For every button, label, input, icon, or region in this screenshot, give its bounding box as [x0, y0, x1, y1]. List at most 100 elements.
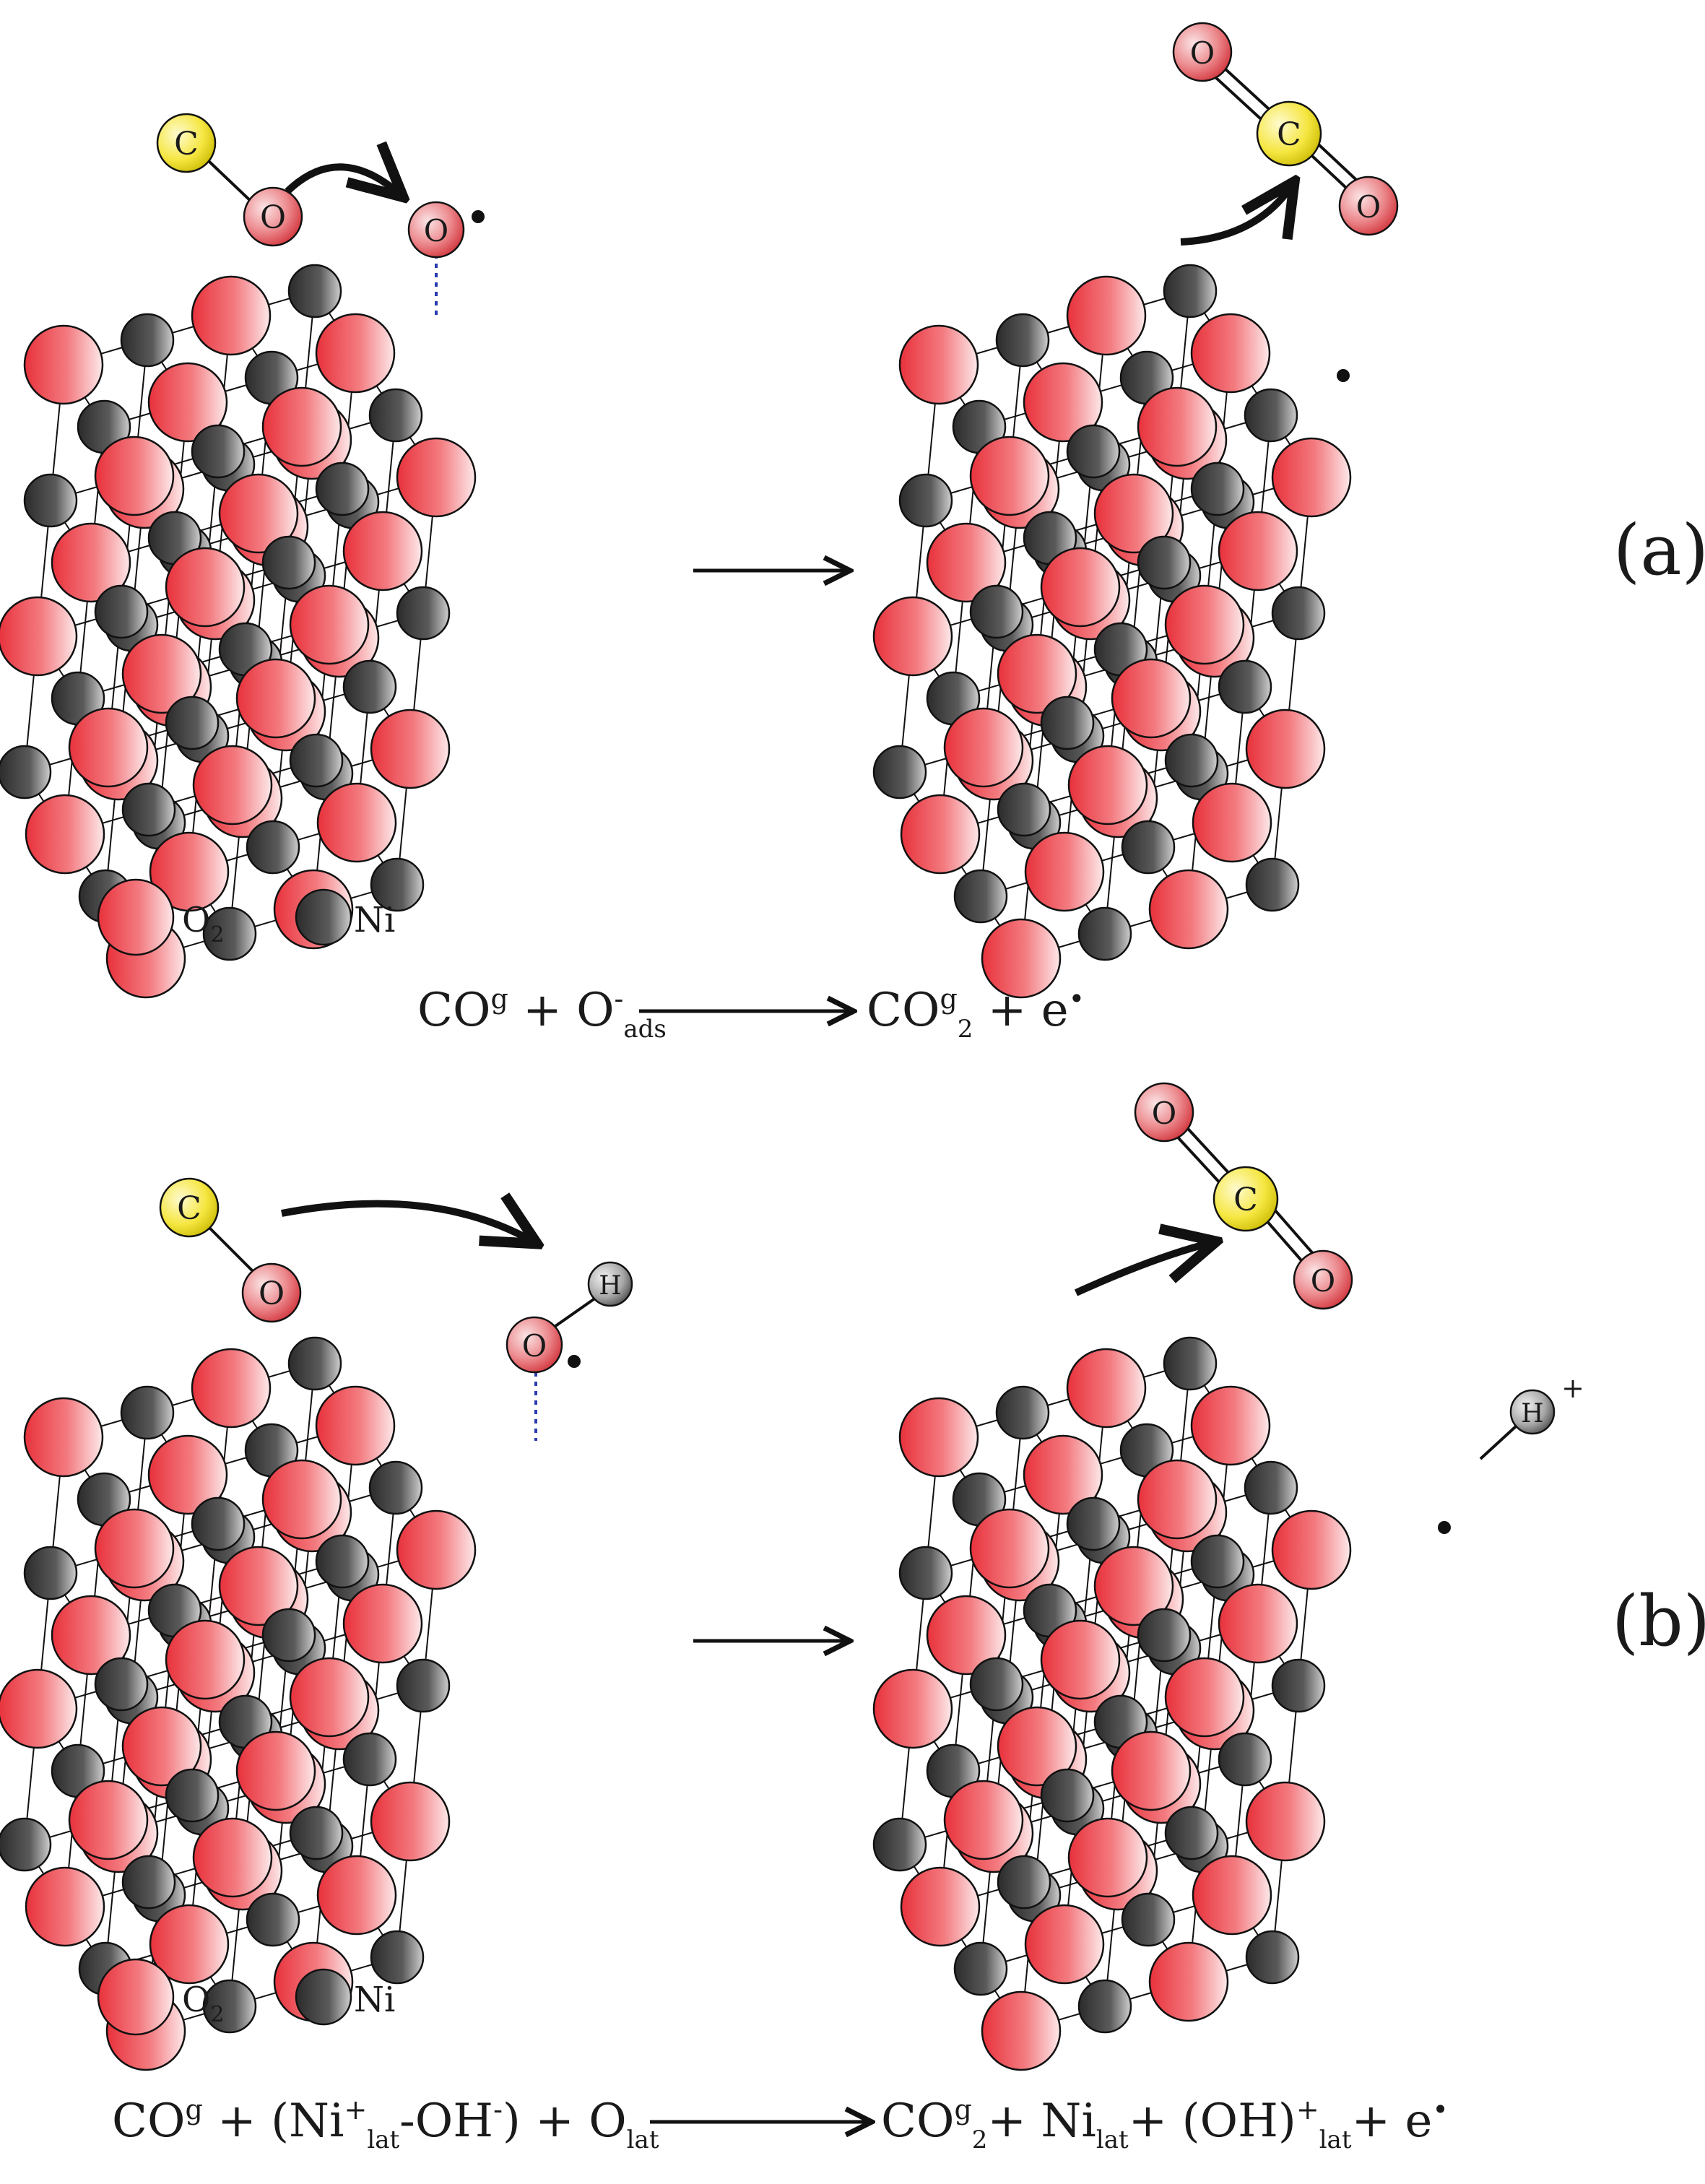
equation-a-products: COg2 + e•: [867, 983, 1085, 1044]
lattice-nickel-atom: [368, 388, 423, 443]
equation-token: 2: [972, 2126, 988, 2154]
legend-oxygen-label: O2: [182, 900, 224, 948]
lattice-nickel-atom: [23, 1546, 78, 1600]
lattice-nickel-atom: [1244, 1460, 1298, 1515]
lattice-nickel-atom: [1244, 388, 1298, 443]
lattice-nickel-atom: [370, 857, 425, 912]
lattice-oxygen-atom: [68, 1780, 149, 1860]
lattice-oxygen-atom: [147, 362, 228, 443]
lattice-oxygen-atom: [1218, 511, 1298, 592]
equation-token: CO: [867, 984, 940, 1037]
lattice-nickel-atom: [1137, 1608, 1192, 1663]
legend-nickel-label: Ni: [354, 900, 395, 940]
lattice-oxygen-atom: [370, 708, 451, 789]
lattice-oxygen-atom: [997, 633, 1077, 714]
equation-token: lat: [627, 2126, 659, 2154]
lattice-oxygen-atom: [316, 1855, 397, 1936]
lattice-oxygen-atom: [315, 1385, 396, 1466]
lattice-oxygen-atom: [396, 437, 477, 518]
lattice-oxygen-atom: [969, 436, 1050, 516]
lattice-oxygen-atom: [191, 275, 272, 356]
lattice-nickel-atom: [1245, 857, 1300, 912]
lattice-oxygen-atom: [342, 511, 423, 592]
lattice-oxygen-atom: [149, 1904, 230, 1985]
lattice-nickel-atom: [0, 745, 52, 800]
equation-b-products: COg2+ Nilat+ (OH)+lat+ e•: [881, 2094, 1449, 2154]
equation-token: g: [490, 983, 508, 1015]
hydroxyl-oxygen-label: O: [522, 1328, 547, 1364]
lattice-nickel-atom: [872, 1817, 927, 1872]
lattice-oxygen-atom: [165, 1619, 246, 1700]
equation-b-reactants: COg + (Ni+lat-OH-) + Olat: [112, 2094, 659, 2154]
lattice-nickel-atom: [969, 1657, 1024, 1712]
panel-a-adsorbed-oxygen: O: [407, 201, 485, 316]
lattice-oxygen-atom: [342, 1583, 423, 1664]
lattice-nickel-atom: [121, 1855, 176, 1910]
lattice-oxygen-atom: [943, 1780, 1024, 1860]
legend-oxygen-label: O2: [182, 1980, 224, 2027]
lattice-nickel-atom: [246, 1892, 300, 1947]
panel-b-equation: COg + (Ni+lat-OH-) + Olat COg2+ Nilat+ (…: [112, 2094, 1449, 2154]
lattice-nickel-atom: [289, 733, 344, 788]
oxygen-label: O: [259, 1275, 285, 1312]
equation-token: CO: [112, 2094, 185, 2148]
oxygen-atom: [243, 186, 303, 247]
nio-lattice-panel-a-before: [0, 264, 477, 999]
hydroxyl-hydrogen-label: H: [599, 1271, 621, 1301]
lattice-nickel-atom: [342, 1732, 397, 1787]
lattice-nickel-atom: [995, 1385, 1050, 1440]
lattice-oxygen-atom: [1093, 473, 1174, 554]
lattice-nickel-atom: [1164, 733, 1219, 788]
nio-lattice-panel-a-after: [872, 264, 1352, 999]
lattice-oxygen-atom: [1245, 708, 1326, 789]
lattice-oxygen-atom: [121, 633, 202, 714]
lattice-oxygen-atom: [1192, 1855, 1272, 1936]
lattice-oxygen-atom: [926, 522, 1007, 603]
panel-a-vacancy-dot: [1337, 369, 1350, 382]
lattice-nickel-atom: [1218, 1732, 1272, 1787]
carbon-label: C: [177, 1190, 201, 1227]
lattice-oxygen-atom: [165, 547, 246, 628]
lattice-nickel-atom: [0, 1817, 52, 1872]
lattice-oxygen-atom: [1271, 1509, 1352, 1590]
lattice-oxygen-atom: [121, 1706, 202, 1787]
lattice-oxygen-atom: [1192, 782, 1272, 863]
lattice-oxygen-atom: [1093, 1546, 1174, 1626]
lattice-oxygen-atom: [1137, 386, 1218, 467]
panel-b-co2-molecule: O C O: [1134, 1082, 1353, 1310]
lattice-nickel-atom: [1245, 1930, 1300, 1985]
adsorbed-oxygen-label: O: [424, 213, 448, 248]
lattice-nickel-atom: [1164, 1806, 1219, 1860]
equation-token: +: [1296, 2094, 1319, 2126]
lattice-nickel-atom: [953, 1941, 1008, 1996]
lattice-oxygen-atom: [1040, 1619, 1121, 1700]
co2-carbon-label: C: [1277, 116, 1301, 153]
legend-nickel-swatch: [295, 1968, 352, 2026]
lattice-oxygen-atom: [396, 1509, 477, 1590]
equation-token: g: [940, 983, 957, 1015]
equation-token: + (OH): [1129, 2094, 1296, 2148]
lattice-oxygen-atom: [898, 324, 979, 405]
lattice-nickel-atom: [1190, 462, 1245, 516]
panel-b-released-proton: H +: [1479, 1372, 1584, 1460]
lattice-oxygen-atom: [981, 1990, 1062, 2071]
equation-token: CO: [417, 984, 490, 1037]
lattice-oxygen-atom: [1190, 1385, 1271, 1466]
lattice-oxygen-atom: [1067, 745, 1148, 826]
equation-token: + O: [508, 984, 615, 1037]
lattice-oxygen-atom: [147, 1434, 228, 1515]
lattice-oxygen-atom: [51, 522, 131, 603]
lattice-oxygen-atom: [192, 745, 273, 826]
lattice-oxygen-atom: [261, 386, 342, 467]
lattice-oxygen-atom: [900, 794, 981, 875]
lattice-nickel-atom: [94, 1657, 149, 1712]
equation-token: -OH: [399, 2094, 493, 2148]
oxygen-label: O: [260, 199, 286, 236]
lattice-oxygen-atom: [51, 1595, 131, 1676]
panel-b-legend: O2 Ni: [97, 1958, 395, 2036]
lattice-oxygen-atom: [1066, 275, 1147, 356]
panel-a-equation: COg + O-ads COg2 + e•: [417, 983, 1085, 1044]
lattice-nickel-atom: [121, 782, 176, 837]
panel-a-co2-molecule: O C O: [1172, 22, 1399, 236]
